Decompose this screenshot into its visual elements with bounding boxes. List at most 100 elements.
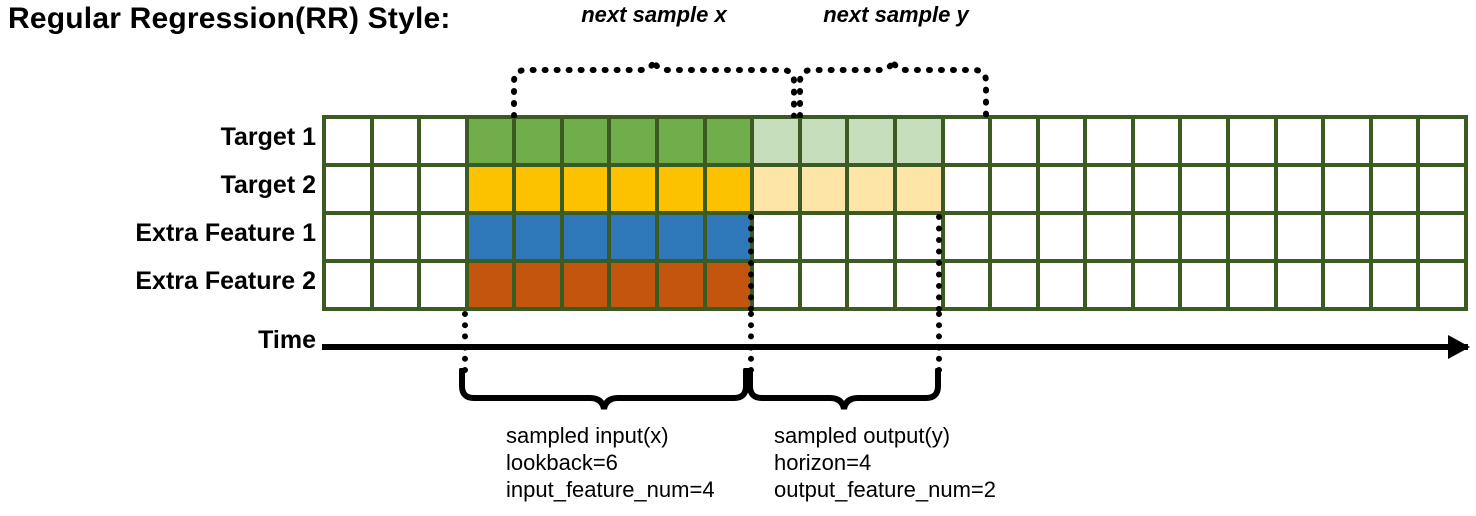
grid-cell-empty — [992, 215, 1036, 259]
time-axis-line — [322, 344, 1468, 350]
grid-cell-empty — [326, 263, 370, 307]
grid-cell-input — [468, 167, 513, 211]
grid-cell-output — [801, 119, 846, 163]
grid-cell-output — [849, 119, 893, 163]
grid-cell-input — [563, 167, 608, 211]
grid-cell-empty — [1039, 119, 1084, 163]
annotation-sampled-output: sampled output(y) horizon=4 output_featu… — [774, 422, 996, 503]
grid-cell-input — [516, 167, 560, 211]
grid-cell-input — [706, 119, 751, 163]
grid-cell-empty — [1134, 263, 1179, 307]
grid-cell-output — [754, 167, 798, 211]
annotation-sampled-input: sampled input(x) lookback=6 input_featur… — [506, 422, 715, 503]
timeline-grid — [322, 115, 1468, 311]
grid-cell-empty — [1277, 215, 1322, 259]
grid-cell-empty — [1420, 215, 1464, 259]
grid-cell-empty — [421, 263, 465, 307]
grid-cell-input — [516, 263, 560, 307]
grid-cell-empty — [421, 215, 465, 259]
grid-cell-empty — [1182, 119, 1226, 163]
grid-cell-input — [611, 215, 656, 259]
guide-line-output-end-grid — [936, 214, 942, 312]
grid-cell-empty — [1229, 119, 1274, 163]
grid-cell-empty — [1372, 263, 1417, 307]
grid-cell-empty — [1087, 119, 1131, 163]
grid-cell-empty — [1134, 119, 1179, 163]
guide-line-input-end-grid — [748, 214, 754, 312]
grid-cell-empty — [1325, 167, 1369, 211]
grid-cell-empty — [1087, 167, 1131, 211]
grid-cell-empty — [1420, 167, 1464, 211]
grid-cell-empty — [1229, 167, 1274, 211]
brace-label-next-sample-x: next sample x — [581, 2, 727, 27]
grid-cell-input — [659, 215, 703, 259]
grid-cell-empty — [1039, 167, 1084, 211]
brace-next-sample-y — [792, 56, 998, 118]
grid-cell-input — [611, 119, 656, 163]
grid-cell-input — [706, 215, 751, 259]
grid-cell-empty — [992, 167, 1036, 211]
grid-cell-empty — [754, 215, 798, 259]
row-label-column: Target 1 Target 2 Extra Feature 1 Extra … — [10, 117, 316, 311]
grid-cell-empty — [1134, 167, 1179, 211]
grid-cell-empty — [1277, 119, 1322, 163]
grid-cell-empty — [1420, 119, 1464, 163]
grid-cell-empty — [1372, 167, 1417, 211]
grid-cell-empty — [1325, 263, 1369, 307]
row-label-extra-feature-2: Extra Feature 2 — [135, 267, 316, 295]
timeline-row — [326, 167, 1464, 211]
grid-cell-empty — [1087, 263, 1131, 307]
grid-cell-empty — [421, 167, 465, 211]
grid-cell-output — [896, 119, 941, 163]
brace-sampled-output — [744, 368, 948, 412]
grid-cell-input — [659, 119, 703, 163]
annotation-output-line-1: sampled output(y) — [774, 423, 951, 448]
annotation-output-line-3: output_feature_num=2 — [774, 477, 997, 502]
grid-cell-empty — [801, 215, 846, 259]
grid-cell-empty — [944, 167, 989, 211]
grid-cell-empty — [1182, 167, 1226, 211]
grid-cell-input — [611, 167, 656, 211]
grid-cell-empty — [896, 263, 941, 307]
grid-cell-output — [896, 167, 941, 211]
grid-cell-empty — [944, 263, 989, 307]
grid-cell-empty — [1039, 263, 1084, 307]
grid-cell-input — [563, 263, 608, 307]
time-arrow-icon — [1448, 335, 1470, 359]
grid-cell-empty — [1372, 119, 1417, 163]
grid-cell-input — [563, 215, 608, 259]
grid-cell-empty — [1087, 215, 1131, 259]
guide-line-input-end — [748, 311, 754, 373]
grid-cell-empty — [373, 215, 418, 259]
annotation-output-line-2: horizon=4 — [774, 450, 872, 475]
grid-cell-empty — [326, 119, 370, 163]
grid-cell-input — [659, 167, 703, 211]
grid-cell-input — [706, 167, 751, 211]
grid-cell-empty — [1325, 215, 1369, 259]
timeline-row — [326, 119, 1464, 163]
grid-cell-empty — [849, 263, 893, 307]
row-label-extra-feature-1: Extra Feature 1 — [135, 219, 316, 247]
grid-cell-empty — [1325, 119, 1369, 163]
grid-cell-empty — [1182, 215, 1226, 259]
grid-cell-empty — [896, 215, 941, 259]
grid-cell-empty — [944, 215, 989, 259]
brace-next-sample-x — [506, 56, 806, 118]
grid-cell-empty — [1277, 167, 1322, 211]
brace-sampled-input — [456, 368, 756, 412]
grid-cell-empty — [1229, 215, 1274, 259]
grid-cell-input — [706, 263, 751, 307]
grid-cell-empty — [992, 263, 1036, 307]
grid-cell-empty — [326, 167, 370, 211]
grid-cell-empty — [754, 263, 798, 307]
row-label-target-2: Target 2 — [220, 171, 316, 199]
grid-cell-input — [659, 263, 703, 307]
grid-cell-empty — [421, 119, 465, 163]
grid-cell-empty — [1134, 215, 1179, 259]
row-label-target-1: Target 1 — [220, 123, 316, 151]
grid-cell-empty — [326, 215, 370, 259]
grid-cell-empty — [1182, 263, 1226, 307]
guide-line-output-end — [936, 311, 942, 373]
grid-cell-input — [468, 263, 513, 307]
timeline-row — [326, 215, 1464, 259]
